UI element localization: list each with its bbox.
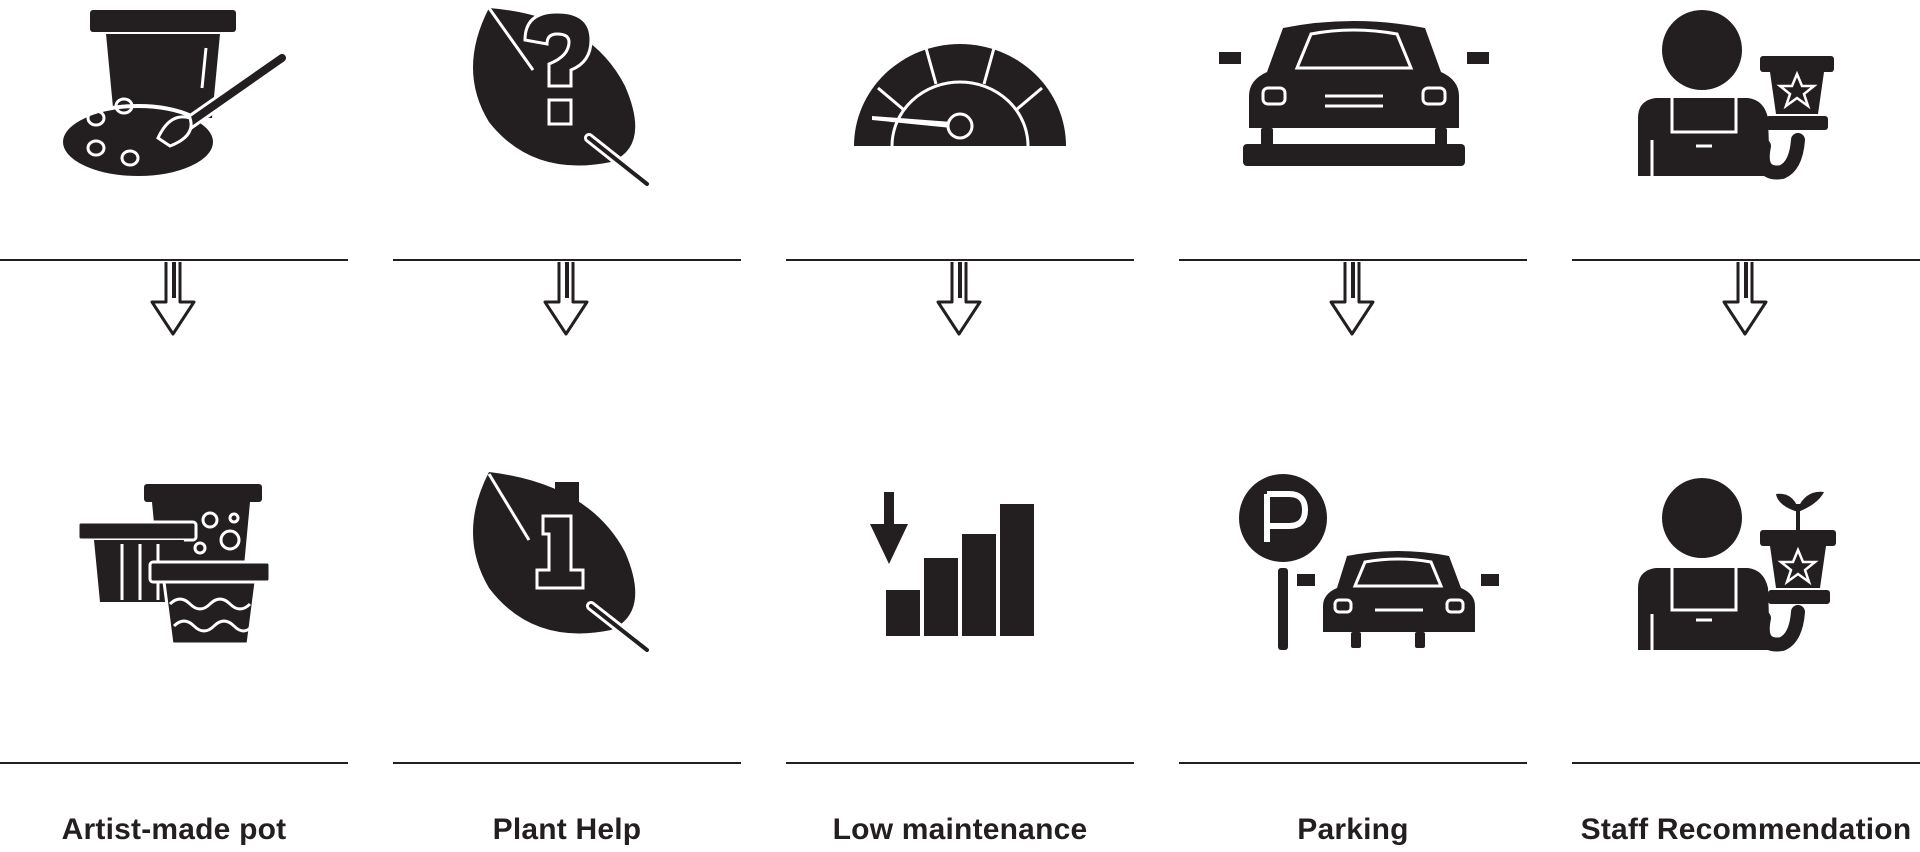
divider-top xyxy=(393,259,741,261)
leaf-info-icon xyxy=(473,472,652,655)
car-icon xyxy=(1219,21,1499,650)
divider-top xyxy=(1179,259,1527,261)
divider-bottom xyxy=(393,762,741,764)
item-label: Artist-made pot xyxy=(61,813,287,846)
item-label: Plant Help xyxy=(492,813,642,846)
divider-top xyxy=(786,259,1134,261)
divider-bottom xyxy=(1179,762,1527,764)
descending-bars-icon xyxy=(870,492,1034,636)
column-plant-help: Plant Help xyxy=(393,0,741,852)
parking-sign-car-icon xyxy=(1239,474,1499,650)
leaf-question-icon xyxy=(473,7,652,655)
divider-bottom xyxy=(1572,762,1920,764)
column-artist-made-pot: Artist-made pot xyxy=(0,0,348,852)
divider-top xyxy=(1572,259,1920,261)
staff-with-pot-icon xyxy=(1638,10,1836,652)
item-label: Staff Recommendation xyxy=(1580,813,1912,846)
paint-palette-pot-icon xyxy=(59,10,289,646)
divider-bottom xyxy=(0,762,348,764)
divider-bottom xyxy=(786,762,1134,764)
item-label: Parking xyxy=(1297,813,1409,846)
column-staff-recommendation: Staff Recommendation xyxy=(1572,0,1920,852)
divider-top xyxy=(0,259,348,261)
column-parking: Parking xyxy=(1179,0,1527,852)
staff-with-plant-icon xyxy=(1638,478,1836,652)
speedometer-icon xyxy=(854,44,1066,636)
item-label: Low maintenance xyxy=(832,813,1088,846)
decorated-pots-icon xyxy=(76,484,272,646)
column-low-maintenance: Low maintenance xyxy=(786,0,1134,852)
